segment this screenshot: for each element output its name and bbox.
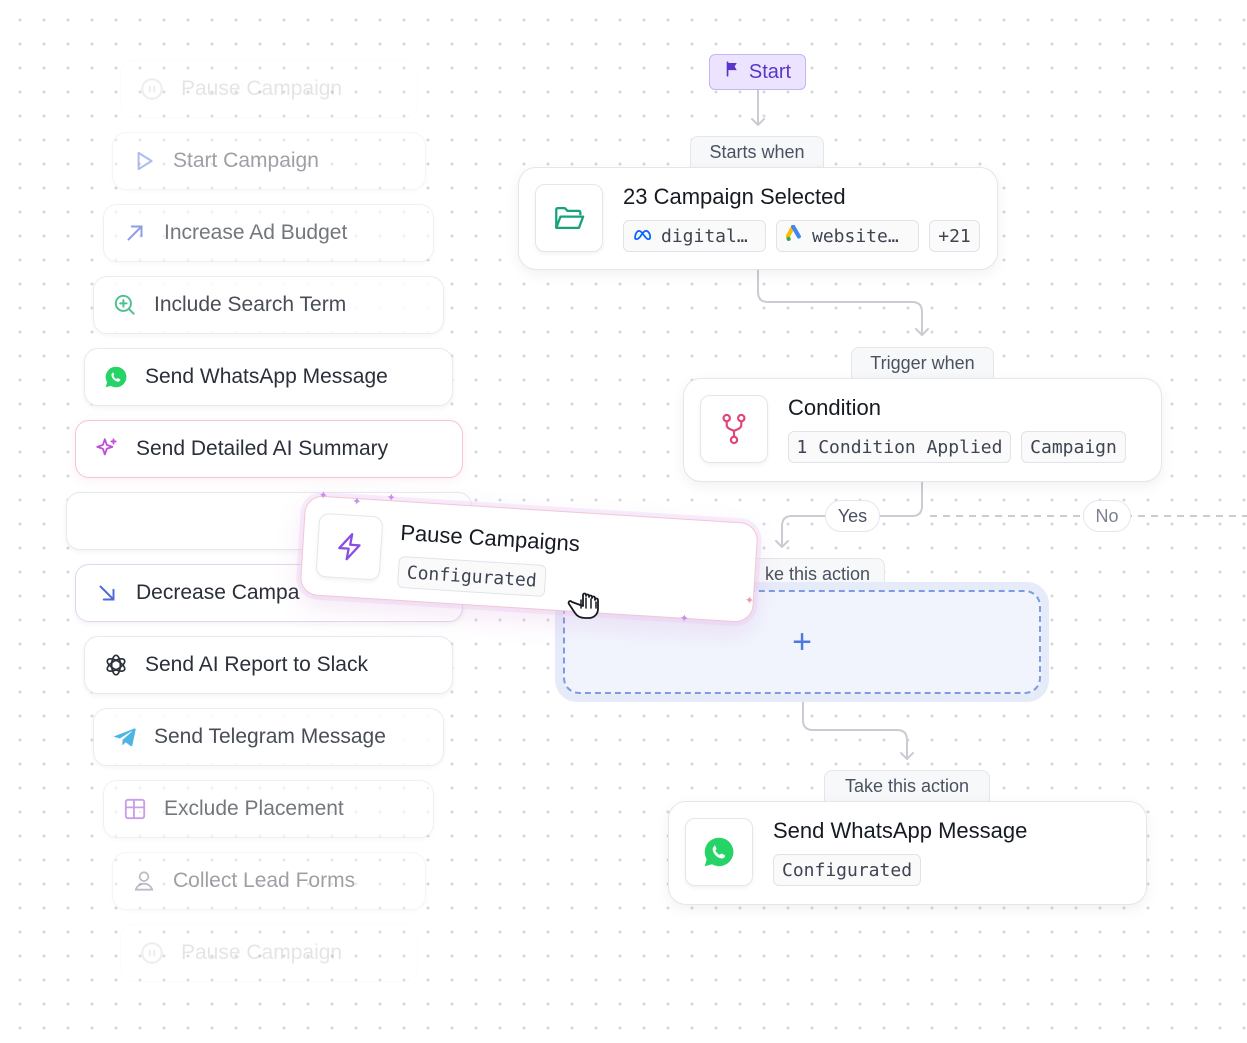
tag-google-label: website… xyxy=(812,225,899,247)
sparkle-decoration: ✦ xyxy=(386,491,397,505)
pause-icon xyxy=(137,74,167,104)
action-label: Increase Ad Budget xyxy=(164,221,348,244)
action-label: Send AI Report to Slack xyxy=(145,653,368,676)
action-label: Collect Lead Forms xyxy=(173,869,356,892)
action-label: Send Telegram Message xyxy=(154,725,386,748)
sparkle-decoration: ✦ xyxy=(744,594,755,608)
sparkle-decoration: ✦ xyxy=(351,495,362,509)
action-label: Decrease Campa xyxy=(136,581,300,604)
action-collect-lead-forms[interactable]: Collect Lead Forms xyxy=(112,852,426,910)
branch-icon xyxy=(700,395,768,463)
action-label: Start Campaign xyxy=(173,149,319,172)
tag-campaign[interactable]: Campaign xyxy=(1021,431,1126,463)
google-ads-icon xyxy=(785,224,806,248)
action-include-search-term[interactable]: Include Search Term xyxy=(93,276,444,334)
action-pause-campaign-bottom[interactable]: Pause Campaign xyxy=(120,924,418,982)
take-action-label: Take this action xyxy=(824,770,990,802)
folder-icon xyxy=(535,184,603,252)
action-label: Send WhatsApp Message xyxy=(145,365,388,388)
dragged-card-title: Pause Campaigns xyxy=(399,519,581,557)
grab-cursor-icon xyxy=(566,586,604,622)
action-label: Pause Campaign xyxy=(181,77,343,100)
user-icon xyxy=(129,866,159,896)
action-send-detailed-ai-summary[interactable]: Send Detailed AI Summary xyxy=(75,420,463,478)
start-chip[interactable]: Start xyxy=(709,54,806,90)
sparkle-decoration: ✦ xyxy=(318,489,329,503)
tag-google-ads[interactable]: website… xyxy=(776,220,919,252)
sparkle-icon xyxy=(92,434,122,464)
campaign-node-title: 23 Campaign Selected xyxy=(623,184,846,209)
lightning-icon xyxy=(315,512,384,581)
action-send-telegram-message[interactable]: Send Telegram Message xyxy=(93,708,444,766)
action-label: Include Search Term xyxy=(154,293,347,316)
action-label: Pause Campaign xyxy=(181,941,343,964)
telegram-icon xyxy=(110,722,140,752)
condition-node[interactable]: Condition 1 Condition Applied Campaign xyxy=(683,378,1162,482)
action-start-campaign[interactable]: Start Campaign xyxy=(112,132,426,190)
action-label: Exclude Placement xyxy=(164,797,344,820)
action-increase-ad-budget[interactable]: Increase Ad Budget xyxy=(103,204,434,262)
condition-node-title: Condition xyxy=(788,395,881,420)
tag-configurated: Configurated xyxy=(773,854,921,886)
yes-branch-chip[interactable]: Yes xyxy=(825,500,880,532)
sparkle-decoration: ✦ xyxy=(679,612,690,626)
action-label: Send Detailed AI Summary xyxy=(136,437,389,460)
no-branch-chip[interactable]: No xyxy=(1083,500,1131,532)
action-pause-campaign-top[interactable]: Pause Campaign xyxy=(120,60,418,118)
dragged-pause-campaigns-card[interactable]: ✦ ✦ ✦ ✦ ✦ Pause Campaigns Configurated xyxy=(299,490,759,626)
campaign-selected-node[interactable]: 23 Campaign Selected digital… website… +… xyxy=(518,167,998,270)
pause-icon xyxy=(137,938,167,968)
layout-icon xyxy=(120,794,150,824)
openai-icon xyxy=(101,650,131,680)
whatsapp-icon xyxy=(685,818,753,886)
trigger-when-label: Trigger when xyxy=(851,347,994,379)
action-send-whatsapp-message[interactable]: Send WhatsApp Message xyxy=(84,348,453,406)
arrow-up-right-icon xyxy=(120,218,150,248)
zoom-in-icon xyxy=(110,290,140,320)
starts-when-label: Starts when xyxy=(690,136,824,168)
play-icon xyxy=(129,146,159,176)
start-label: Start xyxy=(748,60,792,83)
flag-icon xyxy=(724,60,741,84)
tag-meta[interactable]: digital… xyxy=(623,220,766,252)
action-exclude-placement[interactable]: Exclude Placement xyxy=(103,780,434,838)
tag-configurated: Configurated xyxy=(396,555,547,598)
action-send-ai-report-to-slack[interactable]: Send AI Report to Slack xyxy=(84,636,453,694)
tag-meta-label: digital… xyxy=(661,225,748,247)
whatsapp-icon xyxy=(101,362,131,392)
plus-icon: + xyxy=(792,622,812,661)
whatsapp-node-title: Send WhatsApp Message xyxy=(773,818,1028,843)
arrow-down-right-icon xyxy=(92,578,122,608)
whatsapp-action-node[interactable]: Send WhatsApp Message Configurated xyxy=(668,801,1147,905)
meta-icon xyxy=(633,226,655,247)
tag-condition-count[interactable]: 1 Condition Applied xyxy=(788,431,1011,463)
tag-more-count[interactable]: +21 xyxy=(929,220,980,252)
